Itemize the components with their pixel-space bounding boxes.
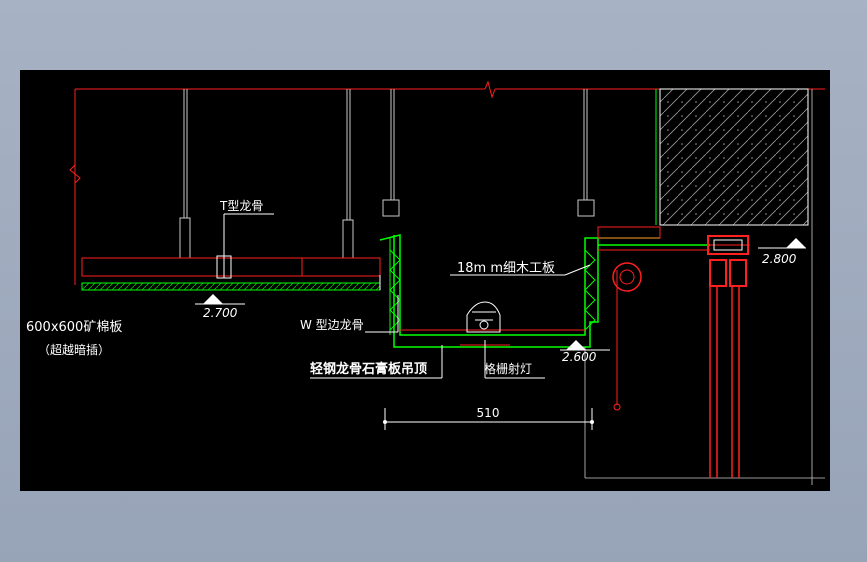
mineral-board-ceiling	[81, 255, 381, 291]
label-wood-board: 18m m细木工板	[457, 261, 555, 276]
dimension-span: 510	[383, 406, 594, 430]
elevation-c-value: 2.600	[562, 350, 597, 364]
elevation-a-value: 2.700	[203, 306, 238, 320]
curtain-track	[612, 235, 749, 478]
label-t-keel: T型龙骨	[219, 199, 263, 213]
cad-viewport[interactable]: 510 2.700 2.800 2.600 T型龙骨 600x600矿棉板 （超…	[20, 70, 830, 491]
elevation-marker-a: 2.700	[195, 294, 245, 320]
elevation-marker-b: 2.800	[758, 238, 806, 266]
concrete-beam	[655, 88, 813, 485]
label-w-edge-keel: W 型边龙骨	[300, 318, 364, 332]
gypsum-box-section	[379, 226, 825, 479]
label-mineral-board: 600x600矿棉板	[26, 320, 122, 335]
leader-lines	[223, 213, 591, 379]
label-light-steel-ceiling: 轻钢龙骨石膏板吊顶	[310, 361, 427, 377]
label-mineral-board-note: （超越暗插）	[38, 342, 110, 357]
dimension-span-value: 510	[477, 406, 500, 420]
label-grille-light: 格栅射灯	[484, 361, 532, 376]
elevation-marker-c: 2.600	[560, 340, 610, 364]
grille-light-fixture	[460, 301, 510, 346]
hanger-rods	[179, 89, 595, 259]
ceiling-section-drawing: 510 2.700 2.800 2.600 T型龙骨 600x600矿棉板 （超…	[26, 80, 825, 485]
elevation-b-value: 2.800	[762, 252, 797, 266]
